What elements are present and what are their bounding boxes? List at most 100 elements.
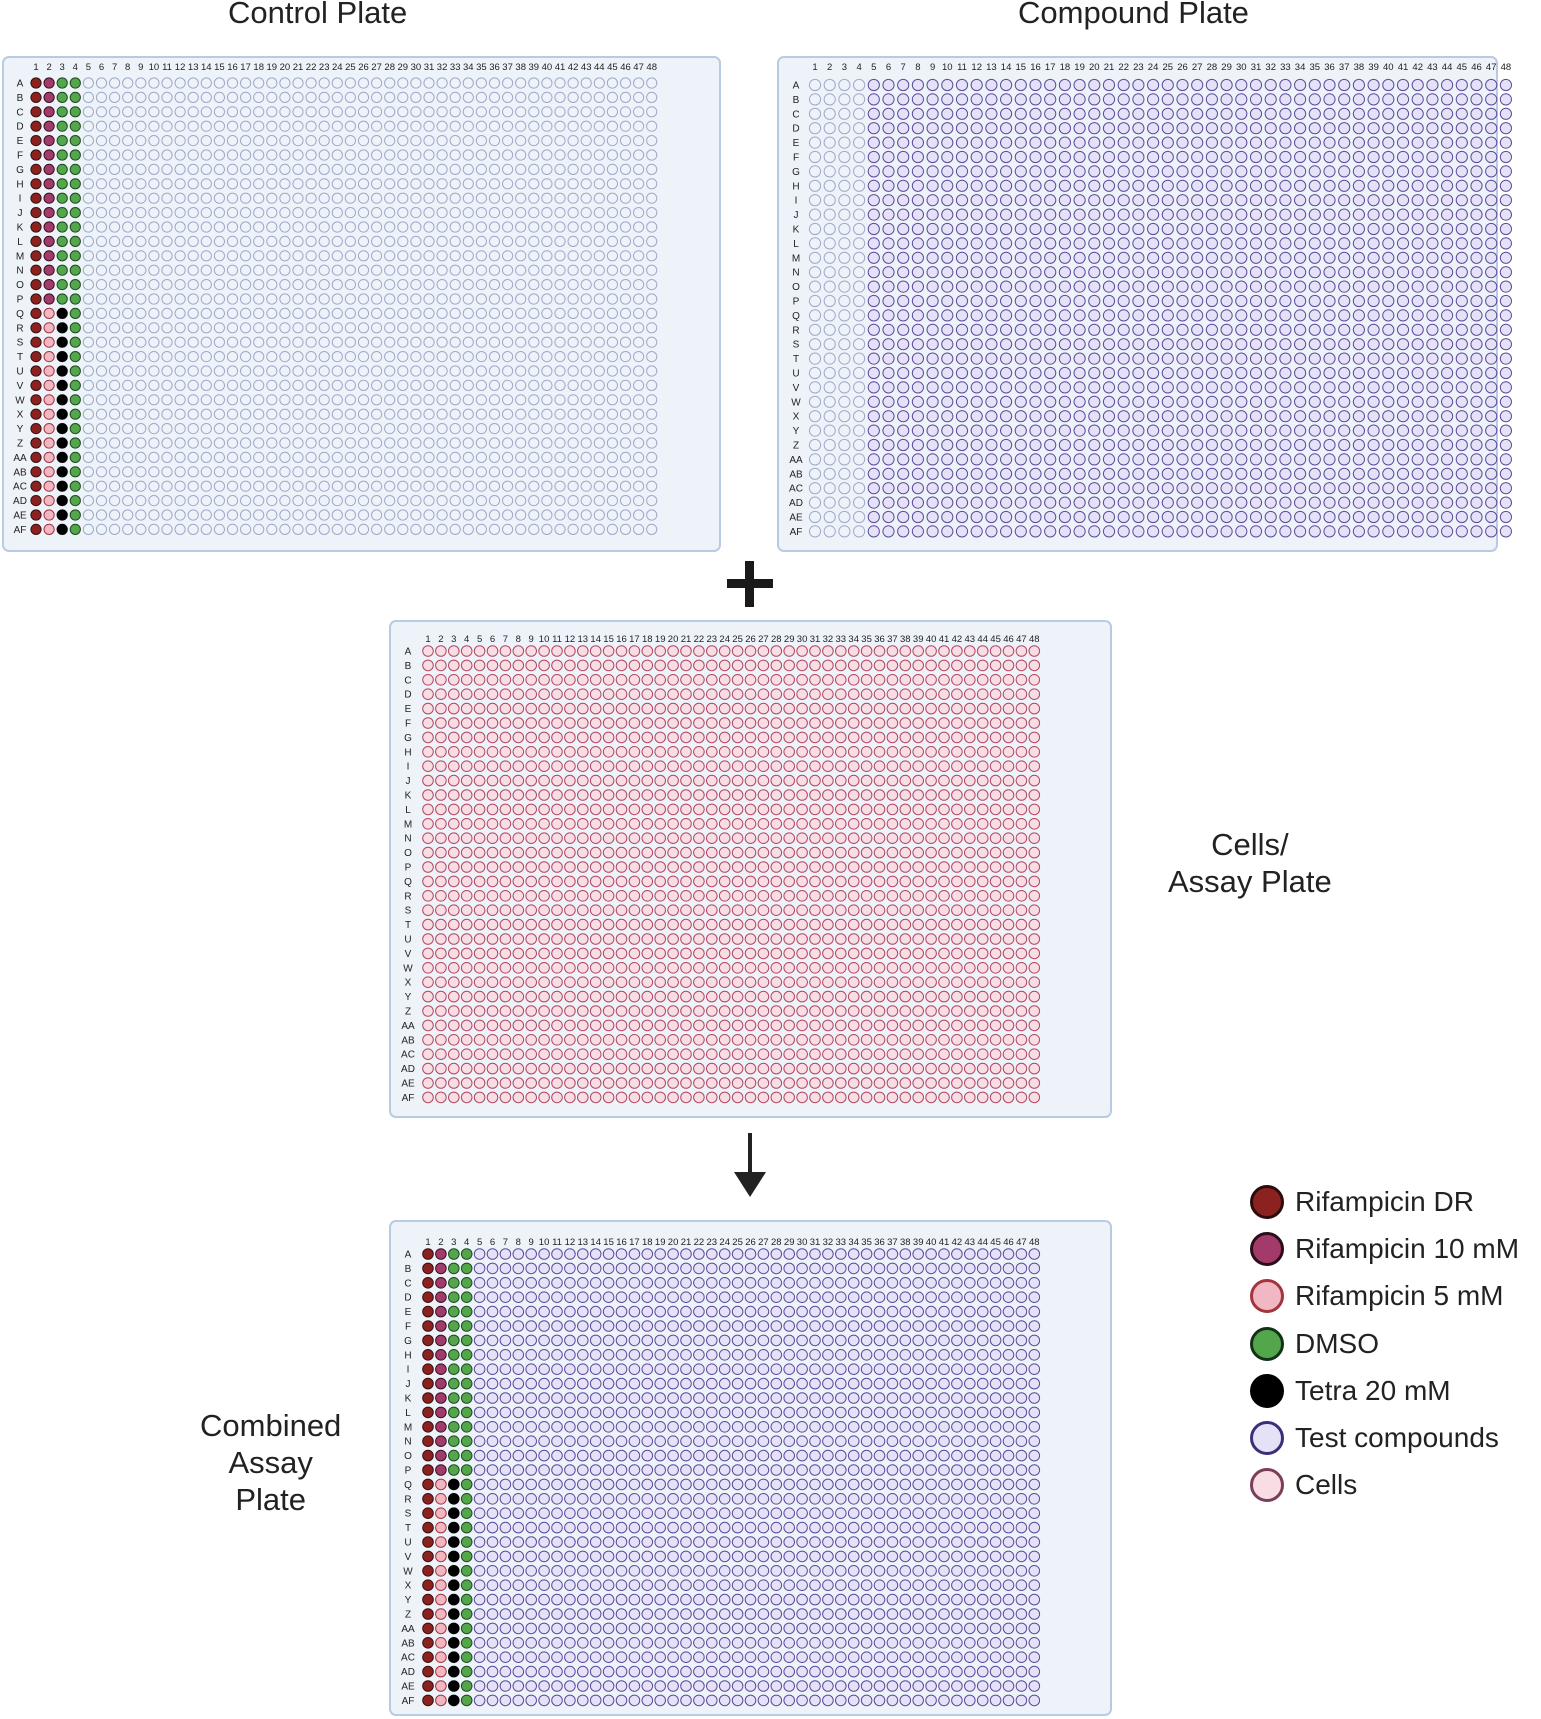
well-AB19 — [1073, 467, 1086, 480]
well-W2 — [823, 395, 836, 408]
well-H20 — [1088, 179, 1101, 192]
well-Q14 — [200, 307, 212, 319]
well-A20 — [1088, 78, 1101, 92]
well-Y43 — [1426, 424, 1439, 437]
well-K24 — [331, 221, 343, 233]
well-AF28 — [384, 523, 396, 535]
well-T3 — [838, 352, 851, 365]
well-X19 — [1073, 410, 1086, 423]
well-M9 — [525, 818, 537, 830]
well-AF34 — [847, 1091, 860, 1104]
well-V41 — [554, 379, 566, 391]
well-D4 — [853, 122, 866, 135]
well-B43 — [580, 91, 592, 104]
well-J31 — [1249, 208, 1263, 221]
well-Q48 — [1499, 309, 1513, 322]
well-B45 — [606, 91, 619, 104]
well-AD39 — [912, 1062, 925, 1075]
well-D11 — [161, 120, 173, 132]
well-T28 — [1205, 352, 1218, 365]
well-Y45 — [989, 990, 1002, 1003]
well-R23 — [318, 322, 330, 334]
well-I30 — [410, 192, 422, 204]
well-P23 — [706, 861, 718, 873]
well-N28 — [384, 264, 396, 276]
well-T19 — [1073, 352, 1086, 365]
well-S46 — [619, 336, 632, 348]
well-J29 — [1220, 208, 1233, 221]
well-X22 — [305, 408, 317, 420]
well-F46 — [1002, 717, 1015, 729]
well-N47 — [633, 264, 645, 276]
well-R1 — [422, 890, 434, 902]
well-B11 — [551, 1262, 563, 1275]
well-J38 — [515, 207, 527, 219]
well-H17 — [240, 178, 252, 190]
column-label: 30 — [1236, 62, 1247, 73]
well-K17 — [628, 789, 641, 801]
well-M2 — [43, 250, 55, 262]
well-AF29 — [397, 523, 409, 535]
well-P40 — [541, 293, 553, 305]
well-AE24 — [718, 1077, 731, 1089]
well-AB42 — [951, 1034, 963, 1046]
well-N42 — [567, 264, 579, 276]
well-Q10 — [148, 307, 160, 319]
column-label: 19 — [655, 634, 666, 645]
well-C36 — [873, 674, 886, 686]
well-AD35 — [1308, 496, 1321, 509]
well-A30 — [410, 77, 422, 89]
well-D31 — [1249, 122, 1263, 135]
well-P36 — [1323, 294, 1336, 308]
well-E8 — [512, 702, 525, 715]
well-AE11 — [955, 510, 969, 524]
well-AB33 — [449, 466, 461, 478]
column-label: 17 — [629, 634, 640, 645]
well-AF2 — [823, 525, 836, 538]
well-Q1 — [422, 875, 434, 888]
well-M27 — [757, 818, 770, 830]
well-X28 — [384, 408, 396, 420]
well-R12 — [564, 890, 576, 902]
row-label: E — [405, 704, 412, 715]
well-L20 — [279, 235, 291, 247]
row-label: AA — [789, 455, 803, 466]
well-AA7 — [499, 1019, 512, 1032]
well-Q14 — [589, 875, 602, 888]
well-S14 — [589, 904, 602, 917]
well-Z44 — [976, 1005, 989, 1017]
well-T12 — [174, 351, 186, 363]
well-V1 — [30, 379, 42, 391]
well-G15 — [213, 163, 225, 176]
well-V44 — [976, 947, 989, 960]
well-W39 — [912, 962, 925, 974]
well-AE28 — [770, 1077, 783, 1089]
column-label: 21 — [681, 634, 692, 645]
well-U23 — [1132, 366, 1145, 380]
well-F15 — [213, 149, 225, 161]
well-AC33 — [449, 480, 461, 492]
row-label: D — [792, 124, 799, 135]
well-T29 — [1220, 352, 1233, 365]
well-AA8 — [911, 453, 924, 466]
column-label: 37 — [1339, 62, 1350, 73]
well-Q30 — [796, 875, 808, 888]
well-M24 — [331, 250, 343, 262]
well-AB19 — [266, 466, 278, 478]
well-AD47 — [633, 495, 645, 507]
well-S32 — [822, 904, 834, 917]
well-M33 — [1279, 251, 1292, 264]
well-H25 — [344, 178, 356, 190]
column-label: 7 — [901, 62, 906, 73]
well-W11 — [161, 394, 173, 406]
well-S31 — [1249, 338, 1263, 351]
well-I35 — [475, 192, 487, 204]
well-X25 — [731, 976, 744, 989]
well-M10 — [148, 250, 160, 262]
well-H1 — [808, 179, 822, 192]
well-V39 — [1367, 381, 1380, 394]
well-R25 — [344, 322, 356, 334]
well-R37 — [1338, 323, 1351, 336]
well-E44 — [1441, 136, 1454, 149]
